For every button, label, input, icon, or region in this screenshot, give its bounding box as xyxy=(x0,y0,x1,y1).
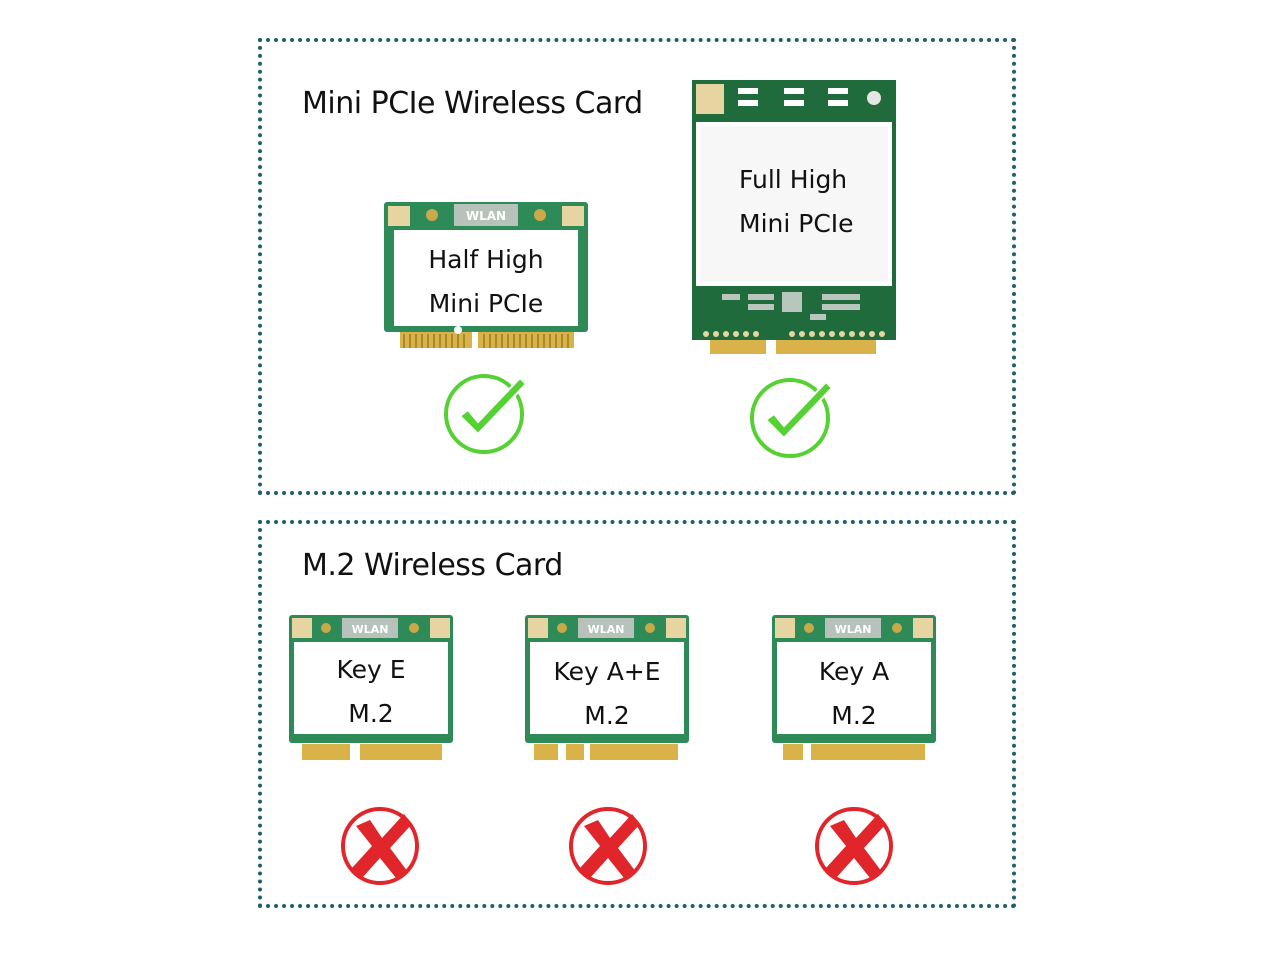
key-e-card-graphic: WLAN xyxy=(289,615,453,760)
key-ae-chip-label: WLAN xyxy=(588,623,625,636)
key-ae-m2-card: WLAN Key A+E M.2 xyxy=(524,614,690,762)
key-ae-cross-icon xyxy=(568,806,652,891)
m2-section xyxy=(258,520,1016,908)
full-high-line1: Full High xyxy=(739,165,848,194)
key-a-card-graphic: WLAN xyxy=(772,615,936,760)
key-ae-line1: Key A+E xyxy=(553,657,661,686)
key-e-m2-card: WLAN Key E M.2 xyxy=(288,614,454,762)
m2-section-title: M.2 Wireless Card xyxy=(302,548,563,583)
key-ae-card-graphic: WLAN xyxy=(525,615,689,760)
key-e-cross-icon xyxy=(340,806,424,891)
half-high-mini-pcie-card: WLAN Half High Mini PCIe xyxy=(382,200,590,350)
half-high-line2: Mini PCIe xyxy=(428,289,544,318)
key-a-m2-card: WLAN Key A M.2 xyxy=(771,614,937,762)
half-high-chip-label: WLAN xyxy=(466,209,506,223)
key-a-cross-icon xyxy=(814,806,898,891)
mini-pcie-section-title: Mini PCIe Wireless Card xyxy=(302,86,643,121)
half-high-card-graphic: WLAN xyxy=(384,202,588,348)
key-e-line2: M.2 xyxy=(348,699,394,728)
half-high-check-icon xyxy=(442,372,532,461)
key-ae-line2: M.2 xyxy=(584,701,630,730)
mini-pcie-section xyxy=(258,38,1016,495)
key-a-line2: M.2 xyxy=(831,701,877,730)
full-high-card-graphic xyxy=(692,80,896,354)
full-high-check-icon xyxy=(748,376,838,465)
key-e-chip-label: WLAN xyxy=(352,623,389,636)
key-a-line1: Key A xyxy=(818,657,890,686)
full-high-mini-pcie-card: Full High Mini PCIe xyxy=(692,80,896,356)
full-high-line2: Mini PCIe xyxy=(739,209,854,238)
key-a-chip-label: WLAN xyxy=(835,623,872,636)
half-high-line1: Half High xyxy=(428,245,544,274)
key-e-line1: Key E xyxy=(336,655,406,684)
